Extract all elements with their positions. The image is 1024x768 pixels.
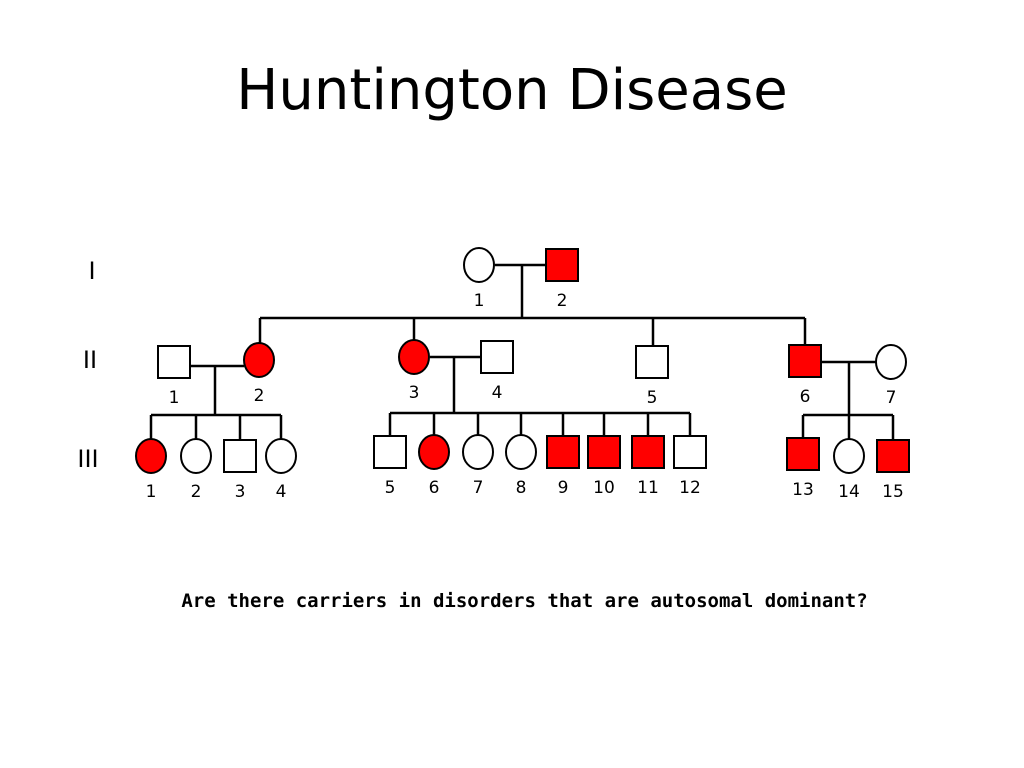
individual-iii-8-circle [505, 434, 537, 470]
generation-labels: I II III [77, 257, 98, 473]
individual-iii-14-circle [833, 438, 865, 474]
individual-iii-9-label: 9 [558, 478, 569, 498]
individual-iii-10-label: 10 [593, 478, 615, 498]
individual-iii-6-label: 6 [429, 478, 440, 498]
individual-iii-14-label: 14 [838, 482, 860, 502]
individual-iii-9-square [546, 435, 580, 469]
individual-i-1-circle [463, 247, 495, 283]
individual-iii-1-label: 1 [146, 482, 157, 502]
question-text: Are there carriers in disorders that are… [181, 590, 868, 612]
individual-ii-4-label: 4 [492, 383, 503, 403]
individual-ii-4-square [480, 340, 514, 374]
individual-ii-6-label: 6 [800, 387, 811, 407]
generation-label-1: I [88, 257, 95, 285]
individual-i-1-label: 1 [474, 291, 485, 311]
individual-iii-3-square [223, 439, 257, 473]
pedigree-lines [149, 263, 895, 440]
individual-ii-1-square [157, 345, 191, 379]
individual-i-2-square [545, 248, 579, 282]
individual-iii-13-square [786, 437, 820, 471]
individual-iii-4-circle [265, 438, 297, 474]
individual-iii-2-label: 2 [191, 482, 202, 502]
individual-iii-8-label: 8 [516, 478, 527, 498]
individual-iii-7-label: 7 [473, 478, 484, 498]
individual-ii-7-circle [875, 344, 907, 380]
individual-iii-2-circle [180, 438, 212, 474]
individual-ii-7-label: 7 [886, 388, 897, 408]
individual-iii-6-circle [418, 434, 450, 470]
generation-label-3: III [77, 445, 98, 473]
individual-ii-5-square [635, 345, 669, 379]
individual-iii-11-square [631, 435, 665, 469]
individual-ii-2-label: 2 [254, 386, 265, 406]
individual-iii-13-label: 13 [792, 480, 814, 500]
individual-iii-10-square [587, 435, 621, 469]
individual-iii-15-square [876, 439, 910, 473]
individual-iii-7-circle [462, 434, 494, 470]
individual-iii-12-square [673, 435, 707, 469]
slide-title: Huntington Disease [236, 58, 788, 123]
individual-ii-5-label: 5 [647, 388, 658, 408]
individual-iii-5-label: 5 [385, 478, 396, 498]
individual-ii-1-label: 1 [169, 388, 180, 408]
individual-iii-1-circle [135, 438, 167, 474]
individual-iii-3-label: 3 [235, 482, 246, 502]
individual-ii-2-circle [243, 342, 275, 378]
individual-i-2-label: 2 [557, 291, 568, 311]
generation-label-2: II [83, 346, 97, 374]
individual-ii-3-circle [398, 339, 430, 375]
individual-iii-15-label: 15 [882, 482, 904, 502]
individual-iii-11-label: 11 [637, 478, 659, 498]
individual-iii-4-label: 4 [276, 482, 287, 502]
individual-iii-5-square [373, 435, 407, 469]
individual-ii-3-label: 3 [409, 383, 420, 403]
individual-iii-12-label: 12 [679, 478, 701, 498]
individual-ii-6-square [788, 344, 822, 378]
